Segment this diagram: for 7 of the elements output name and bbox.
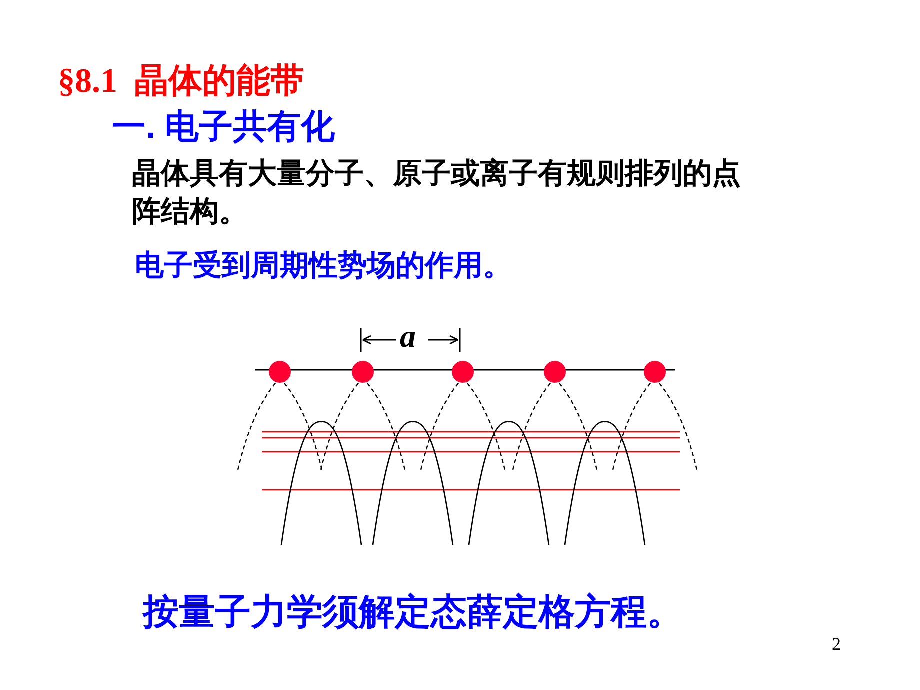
lattice-constant-label: a [400,318,416,355]
section-heading: 一. 电子共有化 [112,107,335,148]
slide-title: §8.1 晶体的能带 [58,62,304,102]
body-text: 电子受到周期性势场的作用。 [135,249,512,284]
page-number: 2 [832,634,841,655]
body-text: 晶体具有大量分子、原子或离子有规则排列的点阵结构。 [132,156,742,230]
body-text: 按量子力学须解定态薛定格方程。 [143,590,683,634]
